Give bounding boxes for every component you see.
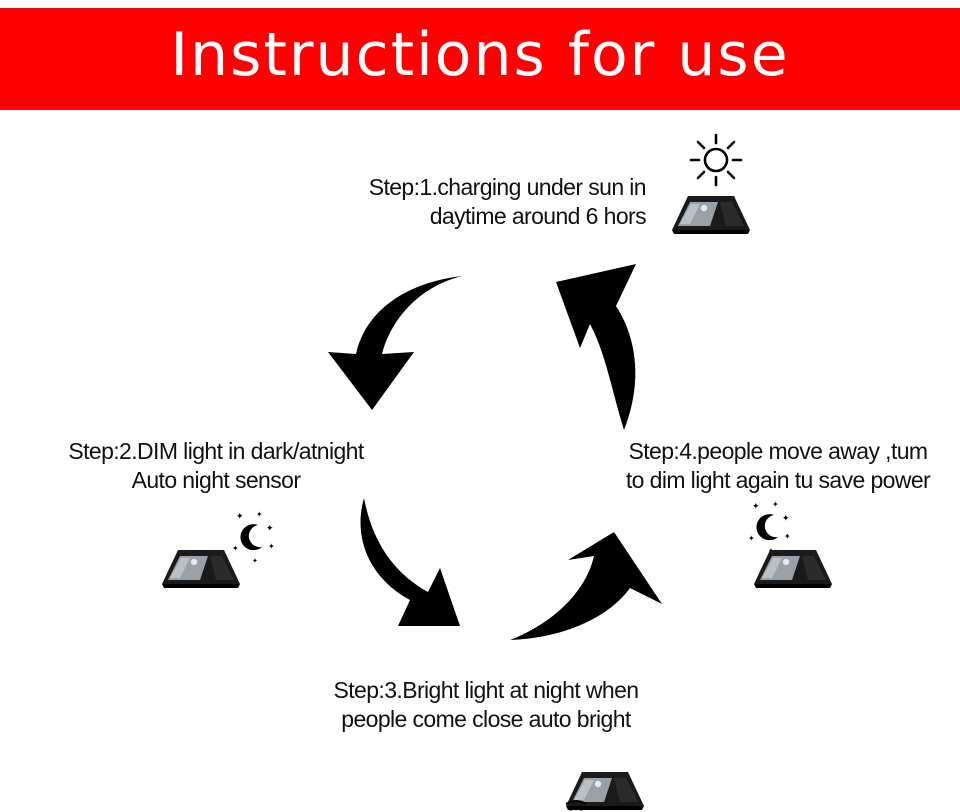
svg-text:✦: ✦	[784, 532, 791, 541]
arrow-step3-to-step4	[510, 532, 662, 640]
arrow-step4-to-step1	[556, 264, 636, 430]
arrow-step1-to-step2	[328, 276, 462, 410]
step-1-line-1: Step:1.charging under sun in	[368, 174, 647, 200]
svg-text:✦: ✦	[236, 512, 244, 522]
solar-lamp-step3	[566, 772, 644, 810]
step-3-line-1: Step:3.Bright light at night when	[333, 677, 640, 703]
svg-text:✦: ✦	[772, 500, 779, 509]
svg-text:✦: ✦	[268, 542, 275, 551]
svg-text:✦: ✦	[232, 544, 239, 553]
step-2-line-2: Auto night sensor	[131, 467, 301, 493]
moon-stars-icon: ✦ ✦ ✦ ✦ ✦ ✦	[232, 510, 275, 565]
arrow-step2-to-step3	[360, 498, 460, 626]
moon-stars-icon: ✦ ✦ ✦ ✦ ✦ ✦	[748, 500, 791, 555]
page-title: Instructions for use	[170, 20, 790, 90]
step-2-text: Step:2.DIM light in dark/atnight Auto ni…	[46, 437, 386, 495]
svg-text:✦: ✦	[752, 502, 760, 512]
svg-text:✦: ✦	[782, 514, 790, 524]
svg-text:✦: ✦	[252, 557, 258, 565]
svg-text:✦: ✦	[266, 524, 274, 534]
step-4-text: Step:4.people move away ,tum to dim ligh…	[596, 437, 960, 495]
svg-text:✦: ✦	[256, 510, 263, 519]
motion-sensor-icon	[565, 800, 587, 811]
solar-lamp-step1	[672, 196, 750, 234]
step-1-text: Step:1.charging under sun in daytime aro…	[300, 173, 647, 231]
solar-lamp-step4	[754, 550, 832, 588]
step-3-text: Step:3.Bright light at night when people…	[300, 676, 672, 734]
sun-icon	[689, 133, 743, 187]
step-1-line-2: daytime around 6 hors	[429, 203, 647, 229]
step-2-line-1: Step:2.DIM light in dark/atnight	[68, 438, 364, 464]
svg-text:✦: ✦	[748, 534, 755, 543]
step-4-line-1: Step:4.people move away ,tum	[628, 438, 929, 464]
solar-lamp-step2	[162, 550, 240, 588]
step-4-line-2: to dim light again tu save power	[625, 467, 931, 493]
title-banner: Instructions for use	[0, 8, 960, 110]
step-3-line-2: people come close auto bright	[341, 706, 631, 732]
